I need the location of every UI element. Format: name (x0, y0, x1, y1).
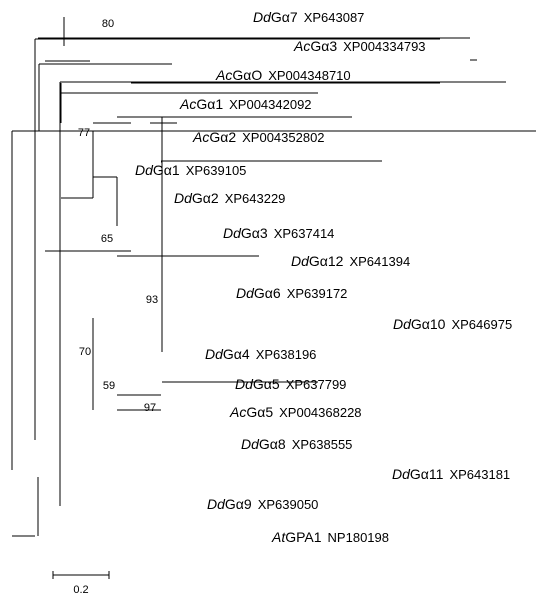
accession-number: XP646975 (451, 317, 512, 332)
gene-name: Gα5 (246, 404, 273, 420)
leaf-label: DdGα6 XP639172 (236, 285, 347, 301)
leaf-label: DdGα8 XP638555 (241, 436, 352, 452)
accession-number: XP637414 (274, 226, 335, 241)
accession-number: XP004368228 (279, 405, 361, 420)
accession-number: XP638555 (292, 437, 353, 452)
leaf-label: AcGα5 XP004368228 (229, 404, 362, 420)
leaf-label: DdGα2 XP643229 (174, 190, 285, 206)
leaf-label: DdGα4 XP638196 (205, 346, 316, 362)
leaf-label: AcGα1 XP004342092 (179, 96, 312, 112)
bootstrap-value: 77 (78, 127, 90, 139)
gene-name: GαO (232, 67, 262, 83)
species-prefix: Dd (223, 225, 242, 241)
accession-number: XP643087 (304, 10, 365, 25)
accession-number: XP639172 (287, 286, 348, 301)
species-prefix: Dd (393, 316, 412, 332)
accession-number: XP643229 (225, 191, 286, 206)
accession-number: XP639050 (258, 497, 319, 512)
species-prefix: Ac (293, 38, 310, 54)
scale-bar-label: 0.2 (73, 584, 88, 596)
bootstrap-value: 59 (103, 380, 115, 392)
accession-number: XP643181 (449, 467, 510, 482)
gene-name: Gα12 (309, 253, 344, 269)
leaf-label: AcGα2 XP004352802 (192, 129, 325, 145)
bootstrap-value: 65 (101, 233, 113, 245)
bootstrap-value: 97 (144, 402, 156, 414)
accession-number: XP637799 (286, 377, 347, 392)
leaf-label: DdGα7 XP643087 (253, 9, 364, 25)
species-prefix: Dd (253, 9, 272, 25)
leaf-label: DdGα1 XP639105 (135, 162, 246, 178)
accession-number: XP004334793 (343, 39, 425, 54)
accession-number: XP638196 (256, 347, 317, 362)
accession-number: XP004342092 (229, 97, 311, 112)
leaf-label: AcGαO XP004348710 (215, 67, 351, 83)
gene-name: Gα2 (192, 190, 219, 206)
species-prefix: Dd (205, 346, 224, 362)
leaf-label: DdGα11 XP643181 (392, 466, 510, 482)
species-prefix: Ac (215, 67, 232, 83)
leaf-label: DdGα10 XP646975 (393, 316, 512, 332)
gene-name: Gα3 (241, 225, 268, 241)
accession-number: XP641394 (349, 254, 410, 269)
bootstrap-value: 80 (102, 18, 114, 30)
species-prefix: Dd (236, 285, 255, 301)
gene-name: Gα8 (259, 436, 286, 452)
species-prefix: Ac (192, 129, 209, 145)
gene-name: Gα3 (310, 38, 337, 54)
leaf-label: DdGα5 XP637799 (235, 376, 346, 392)
leaf-label: AcGα3 XP004334793 (293, 38, 426, 54)
leaf-label: DdGα3 XP637414 (223, 225, 334, 241)
species-prefix: Ac (179, 96, 196, 112)
species-prefix: At (271, 529, 286, 545)
leaf-label: DdGα12 XP641394 (291, 253, 410, 269)
gene-name: Gα1 (153, 162, 180, 178)
tree-branches (11, 17, 536, 537)
gene-name: Gα6 (254, 285, 281, 301)
accession-number: XP639105 (186, 163, 247, 178)
gene-name: GPA1 (285, 529, 322, 545)
scale-bar: 0.2 (52, 571, 110, 596)
bootstrap-value: 93 (146, 294, 158, 306)
gene-name: Gα7 (271, 9, 298, 25)
gene-name: Gα9 (225, 496, 252, 512)
bootstrap-value: 70 (79, 346, 91, 358)
gene-name: Gα10 (411, 316, 446, 332)
leaf-label: DdGα9 XP639050 (207, 496, 318, 512)
species-prefix: Dd (174, 190, 193, 206)
species-prefix: Dd (135, 162, 154, 178)
species-prefix: Dd (291, 253, 310, 269)
gene-name: Gα5 (253, 376, 280, 392)
species-prefix: Dd (235, 376, 254, 392)
species-prefix: Ac (229, 404, 246, 420)
species-prefix: Dd (207, 496, 226, 512)
gene-name: Gα2 (209, 129, 236, 145)
species-prefix: Dd (392, 466, 411, 482)
leaf-label: AtGPA1 NP180198 (271, 529, 389, 545)
accession-number: NP180198 (328, 530, 389, 545)
accession-number: XP004348710 (268, 68, 350, 83)
gene-name: Gα1 (196, 96, 223, 112)
species-prefix: Dd (241, 436, 260, 452)
gene-name: Gα11 (410, 466, 444, 482)
gene-name: Gα4 (223, 346, 250, 362)
accession-number: XP004352802 (242, 130, 324, 145)
